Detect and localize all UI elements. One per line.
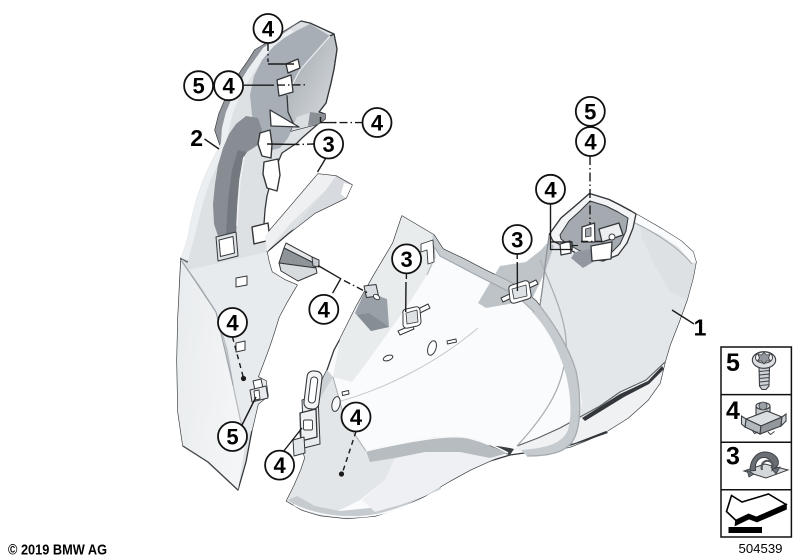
svg-text:4: 4 [318, 297, 331, 322]
svg-text:3: 3 [400, 247, 412, 272]
svg-text:4: 4 [544, 177, 557, 202]
svg-text:5: 5 [584, 99, 596, 124]
svg-text:3: 3 [511, 228, 523, 253]
svg-text:1: 1 [694, 315, 707, 341]
svg-text:4: 4 [726, 397, 740, 425]
svg-text:4: 4 [584, 130, 597, 155]
svg-text:504539: 504539 [739, 541, 783, 556]
svg-text:4: 4 [222, 74, 235, 99]
svg-text:4: 4 [371, 111, 384, 136]
svg-text:5: 5 [226, 425, 238, 450]
svg-text:3: 3 [322, 132, 334, 157]
svg-text:4: 4 [262, 17, 275, 42]
svg-text:2: 2 [190, 125, 203, 151]
svg-text:3: 3 [726, 443, 740, 471]
svg-text:© 2019 BMW AG: © 2019 BMW AG [8, 542, 107, 559]
svg-text:4: 4 [226, 311, 239, 336]
svg-text:5: 5 [726, 349, 740, 377]
svg-text:5: 5 [192, 74, 204, 99]
svg-text:4: 4 [273, 453, 286, 478]
svg-text:4: 4 [350, 405, 363, 430]
